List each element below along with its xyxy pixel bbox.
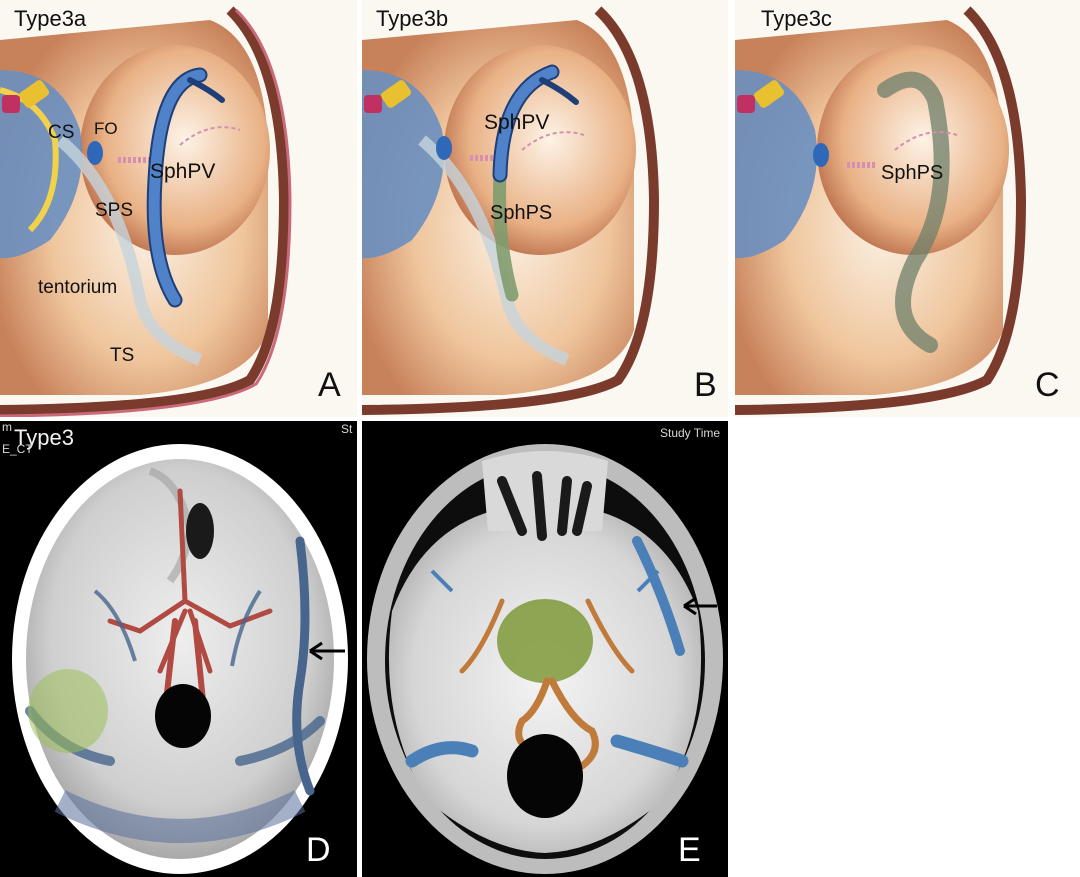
label-tentorium: tentorium <box>38 277 118 298</box>
transverse-sinuses <box>405 734 689 768</box>
artery-stub <box>2 95 20 113</box>
nerve-stub-yellow <box>380 80 412 108</box>
sphpv-vein-ct <box>632 536 685 656</box>
cavernous-sinus <box>735 70 817 259</box>
label-sps: SPS <box>95 200 134 221</box>
lesion-overlay <box>28 669 108 753</box>
foramen-ovale <box>813 143 829 167</box>
ethmoid-dark <box>497 471 592 541</box>
panel-d-title: Type3 <box>14 425 74 450</box>
panel-a-drawing <box>0 6 292 417</box>
lesion-overlay <box>497 599 593 683</box>
label-sphpv: SphPV <box>150 160 216 183</box>
sphpv-branch <box>539 77 579 105</box>
panel-c-title: Type3c <box>761 6 832 31</box>
panel-e-overlay: Study Time <box>660 426 721 440</box>
middle-fossa-veins <box>430 569 660 593</box>
panel-c-drawing <box>735 6 1027 415</box>
panel-a-letter: A <box>318 366 341 404</box>
occipital-venous-plexus <box>54 790 306 843</box>
sps-sinus <box>56 135 203 366</box>
panel-e-ct-render: Study Time E <box>362 421 728 877</box>
label-sphpv: SphPV <box>484 111 550 134</box>
label-fo: FO <box>94 119 118 138</box>
label-sphps: SphPS <box>490 202 553 224</box>
nerve-stub-yellow <box>18 80 50 108</box>
sphpv-vein <box>494 66 558 181</box>
panel-b-letter: B <box>694 366 717 404</box>
arrow-pointer <box>683 596 717 616</box>
panel-b-title: Type3b <box>376 6 449 31</box>
dashed-branch <box>179 126 241 146</box>
sphpv-vein <box>148 69 206 306</box>
nerve-stub-yellow <box>753 80 785 108</box>
foramen-ovale <box>436 136 452 160</box>
cavernous-sinus <box>0 70 82 259</box>
panel-b-drawing <box>362 6 660 415</box>
panel-b-illustration: Type3b SphPV SphPS B <box>362 0 728 417</box>
label-cs: CS <box>48 122 75 143</box>
panel-c-letter: C <box>1035 366 1060 404</box>
cavernous-sinus <box>362 70 444 259</box>
panel-d-drawing <box>12 444 348 874</box>
cribriform-dark <box>186 503 214 559</box>
sphps-sinus <box>877 71 950 353</box>
sphpv-vein-ct <box>292 536 315 796</box>
skull-rim <box>735 6 1027 415</box>
middle-fossa <box>80 45 270 255</box>
panel-d-overlay-3: St <box>341 422 353 436</box>
foramen-magnum <box>155 684 211 748</box>
skull-inner-line <box>0 8 292 417</box>
middle-fossa <box>817 45 1009 255</box>
carotid-arteries <box>459 598 635 674</box>
panel-e-drawing <box>367 444 723 874</box>
panel-d-letter: D <box>306 831 331 869</box>
panel-a-title: Type3a <box>14 6 87 31</box>
label-ts: TS <box>110 345 135 366</box>
skull-rim <box>362 6 660 415</box>
sphpv-branch <box>187 77 225 103</box>
artery-stub <box>364 95 382 113</box>
artery-stub <box>737 95 755 113</box>
panel-d-ct-render: Type3 m E_CT St D <box>0 421 357 877</box>
skull-rim <box>0 6 290 415</box>
sphps-sinus <box>493 168 519 302</box>
foramen-ovale <box>87 141 103 165</box>
panel-d-overlay-1: m <box>2 421 12 434</box>
middle-fossa-veins <box>93 589 262 667</box>
panel-d-overlay-2: E_CT <box>2 442 33 456</box>
panel-a-illustration: Type3a CS FO SphPV SPS tentorium TS A <box>0 0 357 417</box>
foramen-magnum <box>507 734 583 818</box>
middle-fossa <box>444 45 636 255</box>
arrow-pointer <box>309 641 345 661</box>
panel-e-letter: E <box>678 831 701 869</box>
panel-c-illustration: Type3c SphPS C <box>735 0 1080 417</box>
label-sphps: SphPS <box>881 162 944 184</box>
